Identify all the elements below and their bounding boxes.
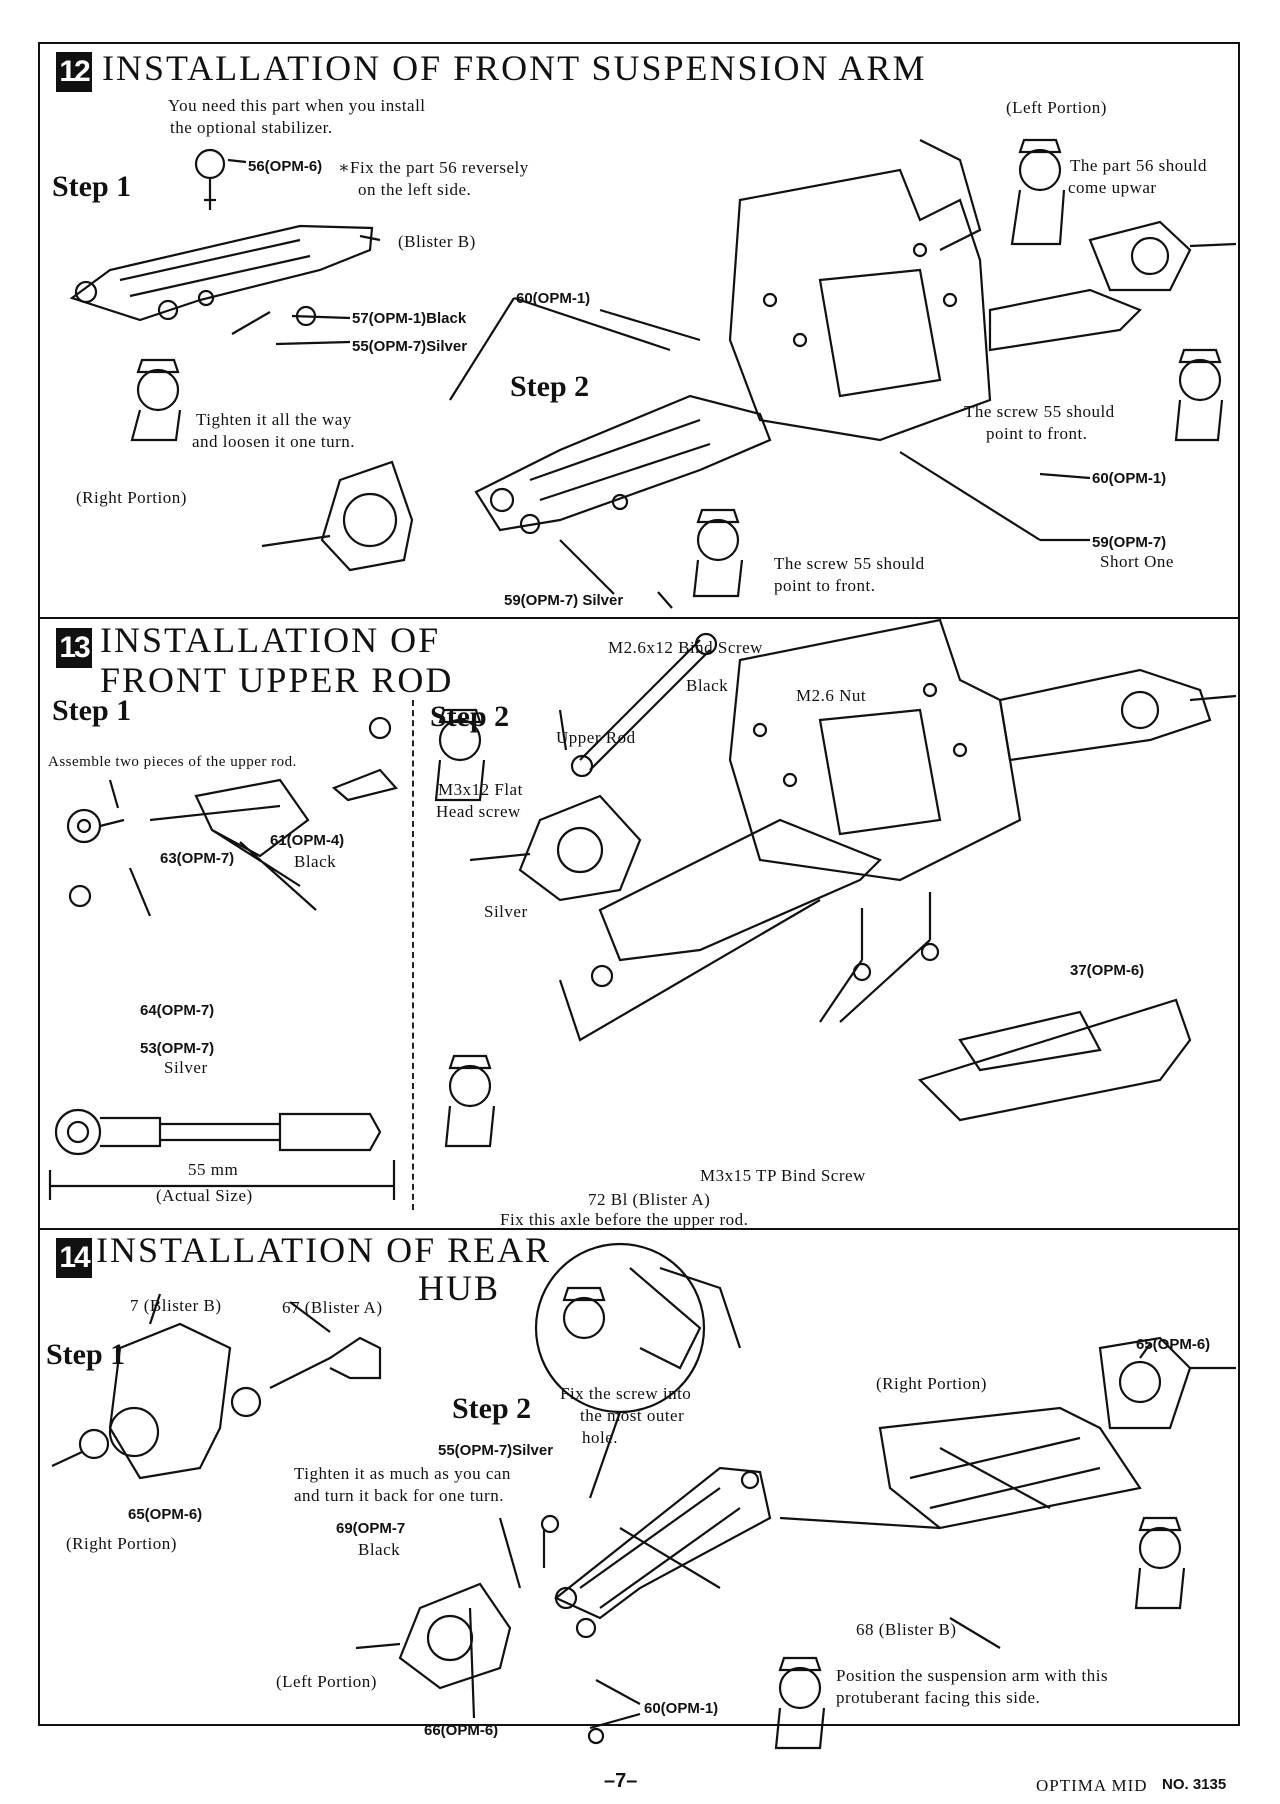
portion-label: (Left Portion) xyxy=(1006,98,1107,117)
part-callout: 67 (Blister A) xyxy=(282,1298,383,1317)
part-callout: 68 (Blister B) xyxy=(856,1620,957,1639)
part-callout: 53(OPM-7) xyxy=(140,1040,215,1057)
part-callout: 61(OPM-4) xyxy=(270,832,345,849)
note-text: Black xyxy=(358,1540,401,1559)
note-text: Silver xyxy=(164,1058,208,1077)
part-callout: 65(OPM-6) xyxy=(1136,1336,1211,1353)
note-text: You need this part when you install xyxy=(168,96,426,115)
note-text: Fix this axle before the upper rod. xyxy=(500,1210,749,1229)
section13-illustration xyxy=(48,591,1237,1200)
portion-label: (Left Portion) xyxy=(276,1672,377,1691)
part-callout: 65(OPM-6) xyxy=(128,1506,203,1523)
section14-illustration xyxy=(51,1242,1236,1750)
dimension-label: 55 mm xyxy=(188,1160,239,1179)
note-text: ∗Fix the part 56 reversely xyxy=(338,158,529,177)
portion-label: (Right Portion) xyxy=(76,488,187,507)
note-text: point to front. xyxy=(986,424,1088,443)
part-callout: 55(OPM-7)Silver xyxy=(438,1442,554,1459)
section12-illustration xyxy=(69,138,1237,598)
section-title-14: INSTALLATION OF REAR xyxy=(96,1230,552,1270)
part-callout: (Blister B) xyxy=(398,232,476,251)
note-text: on the left side. xyxy=(358,180,472,199)
part-callout: M2.6 Nut xyxy=(796,686,867,705)
part-callout: 56(OPM-6) xyxy=(248,158,323,175)
note-text: Tighten it all the way xyxy=(196,410,352,429)
note-text: The screw 55 should xyxy=(964,402,1115,421)
note-text: Short One xyxy=(1100,552,1174,571)
part-callout: 60(OPM-1) xyxy=(1092,470,1167,487)
section-divider xyxy=(38,617,1240,619)
part-callout: 63(OPM-7) xyxy=(160,850,235,867)
part-callout: Head screw xyxy=(436,802,521,821)
note-text: Fix the screw into xyxy=(560,1384,692,1403)
portion-label: (Right Portion) xyxy=(876,1374,987,1393)
part-callout: 55(OPM-7)Silver xyxy=(352,338,468,355)
note-text: point to front. xyxy=(774,576,876,595)
step1-label: Step 1 xyxy=(52,170,132,203)
step1-label: Step 1 xyxy=(52,694,132,727)
step2-label: Step 2 xyxy=(510,370,590,403)
part-callout: 64(OPM-7) xyxy=(140,1002,215,1019)
page-number: –7– xyxy=(604,1770,638,1792)
note-text: Black xyxy=(686,676,729,695)
part-callout: 60(OPM-1) xyxy=(644,1700,719,1717)
note-text: come upwar xyxy=(1068,178,1157,197)
step2-label: Step 2 xyxy=(452,1392,532,1425)
part-callout: 72 Bl (Blister A) xyxy=(588,1190,711,1209)
note-text: Black xyxy=(294,852,337,871)
part-callout: 66(OPM-6) xyxy=(424,1722,499,1739)
note-text: The screw 55 should xyxy=(774,554,925,573)
note-text: The part 56 should xyxy=(1070,156,1207,175)
section-number-14: 14 xyxy=(56,1238,92,1278)
part-callout: 57(OPM-1)Black xyxy=(352,310,467,327)
footer-model: OPTIMA MID xyxy=(1036,1776,1148,1795)
part-callout: 59(OPM-7) xyxy=(1092,534,1167,551)
step1-label: Step 1 xyxy=(46,1338,126,1371)
note-text: protuberant facing this side. xyxy=(836,1688,1041,1707)
part-callout: 7 (Blister B) xyxy=(130,1296,222,1315)
note-text: and loosen it one turn. xyxy=(192,432,356,451)
step-divider xyxy=(412,700,414,1210)
note-text: Silver xyxy=(484,902,528,921)
part-callout: Upper Rod xyxy=(556,728,636,747)
note-text: the optional stabilizer. xyxy=(170,118,333,137)
part-callout: 59(OPM-7) Silver xyxy=(504,592,624,609)
section-divider xyxy=(38,1228,1240,1230)
section-title-14-line2: HUB xyxy=(418,1268,501,1308)
note-text: Tighten it as much as you can xyxy=(294,1464,511,1483)
part-callout: M2.6x12 Bind Screw xyxy=(608,638,763,657)
note-text: (Actual Size) xyxy=(156,1186,253,1205)
page-frame xyxy=(38,42,1240,1726)
part-callout: 37(OPM-6) xyxy=(1070,962,1145,979)
section-number-12: 12 xyxy=(56,52,92,92)
note-text: Position the suspension arm with this xyxy=(836,1666,1109,1685)
part-callout: 60(OPM-1) xyxy=(516,290,591,307)
footer-number: NO. 3135 xyxy=(1162,1776,1227,1793)
section-title-13: INSTALLATION OF xyxy=(100,620,441,660)
section-title-12: INSTALLATION OF FRONT SUSPENSION ARM xyxy=(102,48,927,88)
portion-label: (Right Portion) xyxy=(66,1534,177,1553)
part-callout: 69(OPM-7 xyxy=(336,1520,406,1537)
section-title-13-line2: FRONT UPPER ROD xyxy=(100,660,454,700)
note-text: and turn it back for one turn. xyxy=(294,1486,504,1505)
note-text: Assemble two pieces of the upper rod. xyxy=(48,754,297,770)
section-number-13: 13 xyxy=(56,628,92,668)
part-callout: M3x15 TP Bind Screw xyxy=(700,1166,866,1185)
